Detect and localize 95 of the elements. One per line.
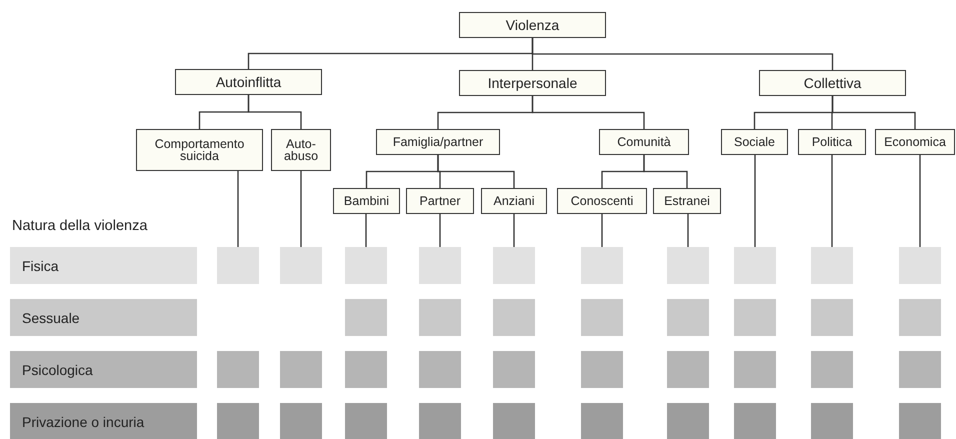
shaded-square [345,247,387,284]
shaded-square [493,351,535,388]
shaded-square [217,351,259,388]
box-label: Violenza [506,18,560,32]
connector-line [687,214,689,247]
category-box [721,129,788,155]
category-box [599,129,689,155]
category-box [875,129,955,155]
shaded-square [899,351,941,388]
shaded-square [280,403,322,439]
category-box [459,70,606,96]
category-band [10,403,197,439]
connector-line [831,155,833,247]
connector-line [532,38,834,70]
box-label: Estranei [664,194,710,208]
shaded-square [667,351,709,388]
category-box [481,188,547,214]
shaded-square [419,403,461,439]
category-band [10,351,197,388]
shaded-square [667,403,709,439]
shaded-square [581,247,623,284]
shaded-square [345,299,387,336]
category-box [759,70,906,96]
shaded-square [899,299,941,336]
connector-line [248,95,302,129]
shaded-square [280,247,322,284]
shaded-square [345,403,387,439]
category-box [653,188,721,214]
band-label: Sessuale [22,310,80,326]
connector-line [532,96,645,129]
box-label: Anziani [494,194,534,208]
shaded-square [734,247,776,284]
shaded-square [217,403,259,439]
shaded-square [811,247,853,284]
connector-line [643,155,688,188]
category-box [175,69,322,95]
category-box [459,12,606,38]
shaded-square [419,351,461,388]
shaded-square [734,299,776,336]
shaded-square [734,351,776,388]
category-box [333,188,400,214]
connector-line [513,214,515,247]
category-box [798,129,866,155]
box-label: Bambini [344,194,390,208]
shaded-square [899,247,941,284]
band-label: Psicologica [22,362,93,378]
shaded-square [419,247,461,284]
band-label: Fisica [22,258,59,274]
category-box [136,129,263,171]
box-label: Partner [420,194,460,208]
shaded-square [811,351,853,388]
connector-line [237,171,239,247]
shaded-square [581,351,623,388]
connector-line [919,155,921,247]
box-label: Famiglia/partner [392,136,484,148]
connector-line [601,214,603,247]
shaded-square [581,403,623,439]
shaded-square [581,299,623,336]
shaded-square [667,247,709,284]
connector-line [437,155,515,188]
box-label: Comportamento suicida [154,138,246,162]
box-label: Auto- abuso [282,138,320,162]
box-label: Autoinflitta [216,75,282,89]
category-band [10,299,197,336]
category-box [376,129,500,155]
box-label: Politica [812,136,852,148]
category-box [557,188,647,214]
box-label: Comunità [617,136,671,148]
shaded-square [811,299,853,336]
category-band [10,247,197,284]
connector-line [832,96,916,129]
shaded-square [493,403,535,439]
shaded-square [345,351,387,388]
box-label: Economica [884,136,946,148]
shaded-square [280,351,322,388]
shaded-square [493,299,535,336]
box-label: Conoscenti [570,194,634,208]
box-label: Sociale [734,136,775,148]
shaded-square [734,403,776,439]
shaded-square [217,247,259,284]
connector-line [300,171,302,247]
connector-line [754,155,756,247]
shaded-square [419,299,461,336]
box-label: Collettiva [804,76,862,90]
category-box [406,188,474,214]
category-box [271,129,331,171]
shaded-square [811,403,853,439]
connector-line [439,214,441,247]
shaded-square [667,299,709,336]
box-label: Interpersonale [488,76,578,90]
band-label: Privazione o incuria [22,414,144,430]
row-heading: Natura della violenza [12,218,148,234]
shaded-square [899,403,941,439]
shaded-square [493,247,535,284]
connector-line [365,214,367,247]
